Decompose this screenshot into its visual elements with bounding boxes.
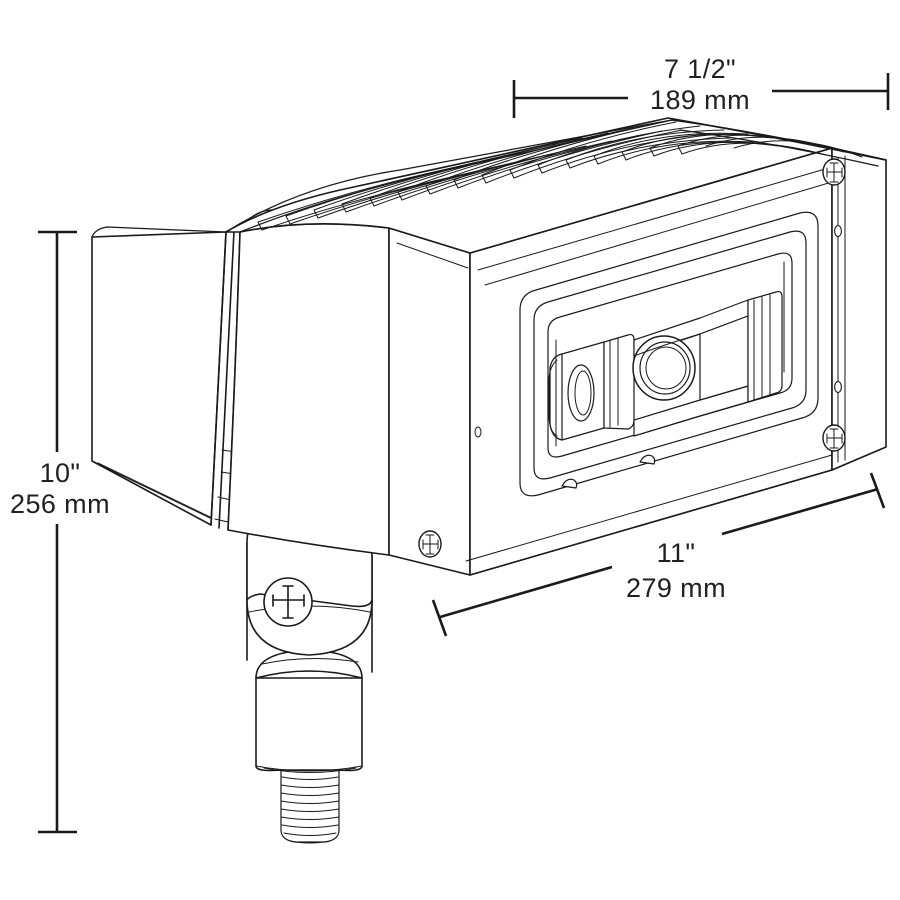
- frame-screw-top-right: [822, 158, 846, 186]
- width-dimension-imperial: 7 1/2": [664, 54, 736, 84]
- housing-front-bevel: [388, 227, 471, 576]
- depth-dimension-imperial: 11": [657, 538, 696, 568]
- vent-hole-left: [474, 426, 482, 438]
- mounting-assembly: [246, 517, 373, 844]
- height-dimension-imperial: 10": [40, 458, 81, 488]
- threaded-stem: [280, 767, 340, 844]
- vent-hole-upper: [834, 224, 842, 238]
- frame-screw-bottom-left: [418, 530, 442, 558]
- frame-screw-bottom-right: [822, 424, 846, 452]
- frame-retaining-clip-bottom: [639, 454, 656, 465]
- housing-right-sidepanel: [831, 147, 887, 471]
- slipfitter-body: [255, 670, 363, 773]
- lens-optic-assembly: [548, 290, 783, 441]
- slipfitter-collar: [255, 649, 363, 679]
- front-lens-frame: [519, 211, 819, 497]
- housing-front-left-panel: [227, 223, 390, 556]
- heat-sink-fins: [225, 117, 887, 254]
- flood-light-fixture: [91, 117, 887, 844]
- depth-dimension-metric: 279 mm: [626, 573, 726, 603]
- height-dimension: 10" 256 mm: [10, 230, 110, 834]
- frame-retaining-clip-left: [561, 478, 578, 489]
- width-dimension-metric: 189 mm: [650, 85, 750, 115]
- depth-dimension: 11" 279 mm: [431, 472, 886, 637]
- knuckle-pivot-screw: [263, 577, 313, 627]
- vent-hole-lower: [834, 380, 842, 394]
- width-dimension: 7 1/2" 189 mm: [512, 54, 890, 118]
- height-dimension-metric: 256 mm: [10, 489, 110, 519]
